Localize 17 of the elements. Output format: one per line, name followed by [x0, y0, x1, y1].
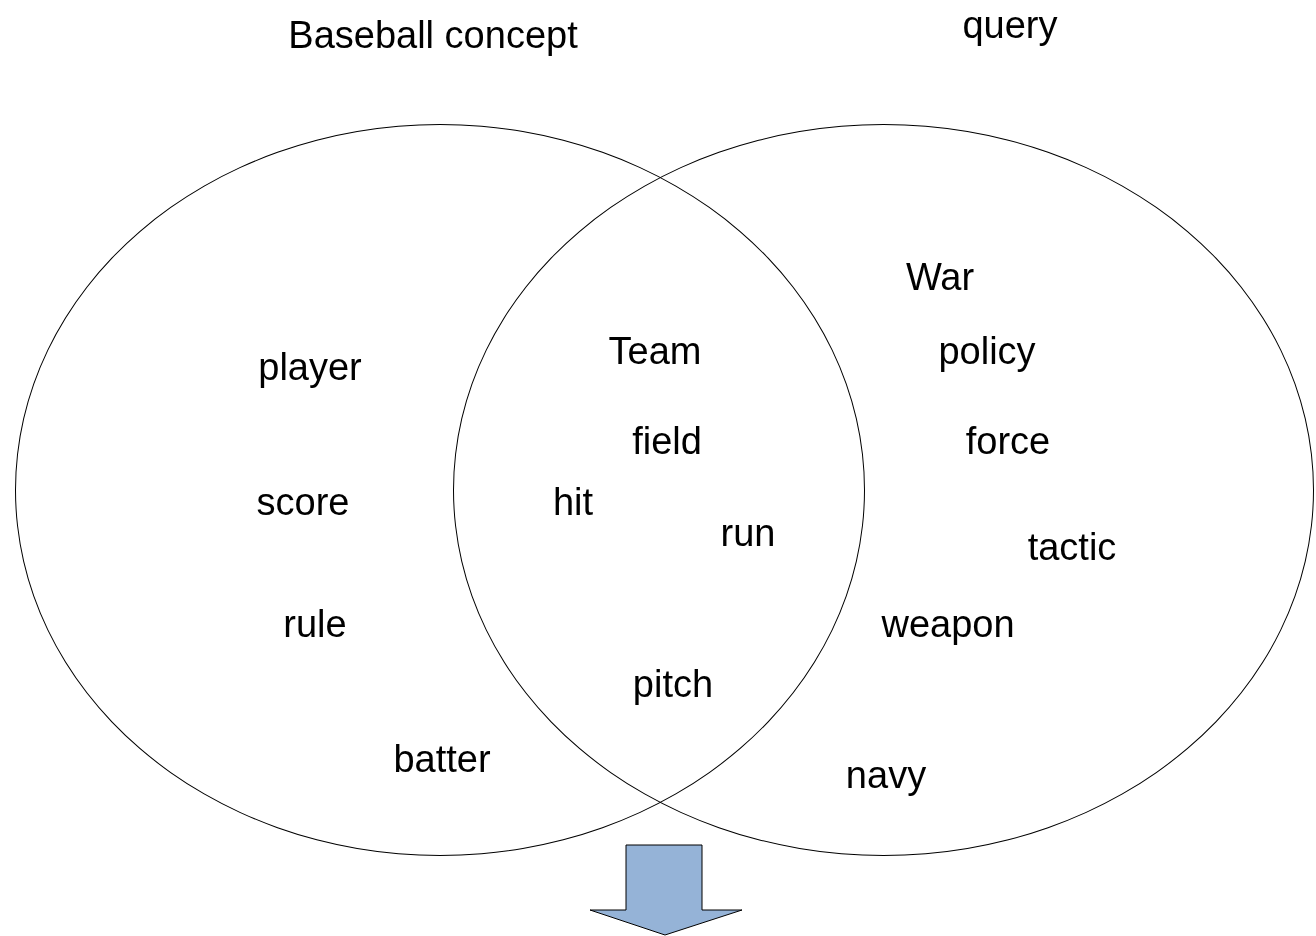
term-label: policy [938, 330, 1036, 374]
term-label: Team [608, 330, 702, 374]
term-label: hit [552, 481, 594, 525]
term-label: run [720, 512, 776, 556]
term-label: War [905, 256, 975, 300]
term-label: field [632, 420, 702, 464]
circle-title: Baseball concept [288, 14, 578, 58]
circle-title: query [962, 4, 1058, 48]
term-label: batter [393, 738, 491, 782]
term-label: force [965, 420, 1051, 464]
term-label: score [256, 481, 350, 525]
term-label: rule [283, 603, 347, 647]
term-label: player [258, 346, 362, 390]
term-label: pitch [632, 663, 714, 707]
term-label: weapon [881, 603, 1015, 647]
term-label: navy [845, 754, 927, 798]
term-label: tactic [1027, 526, 1117, 570]
